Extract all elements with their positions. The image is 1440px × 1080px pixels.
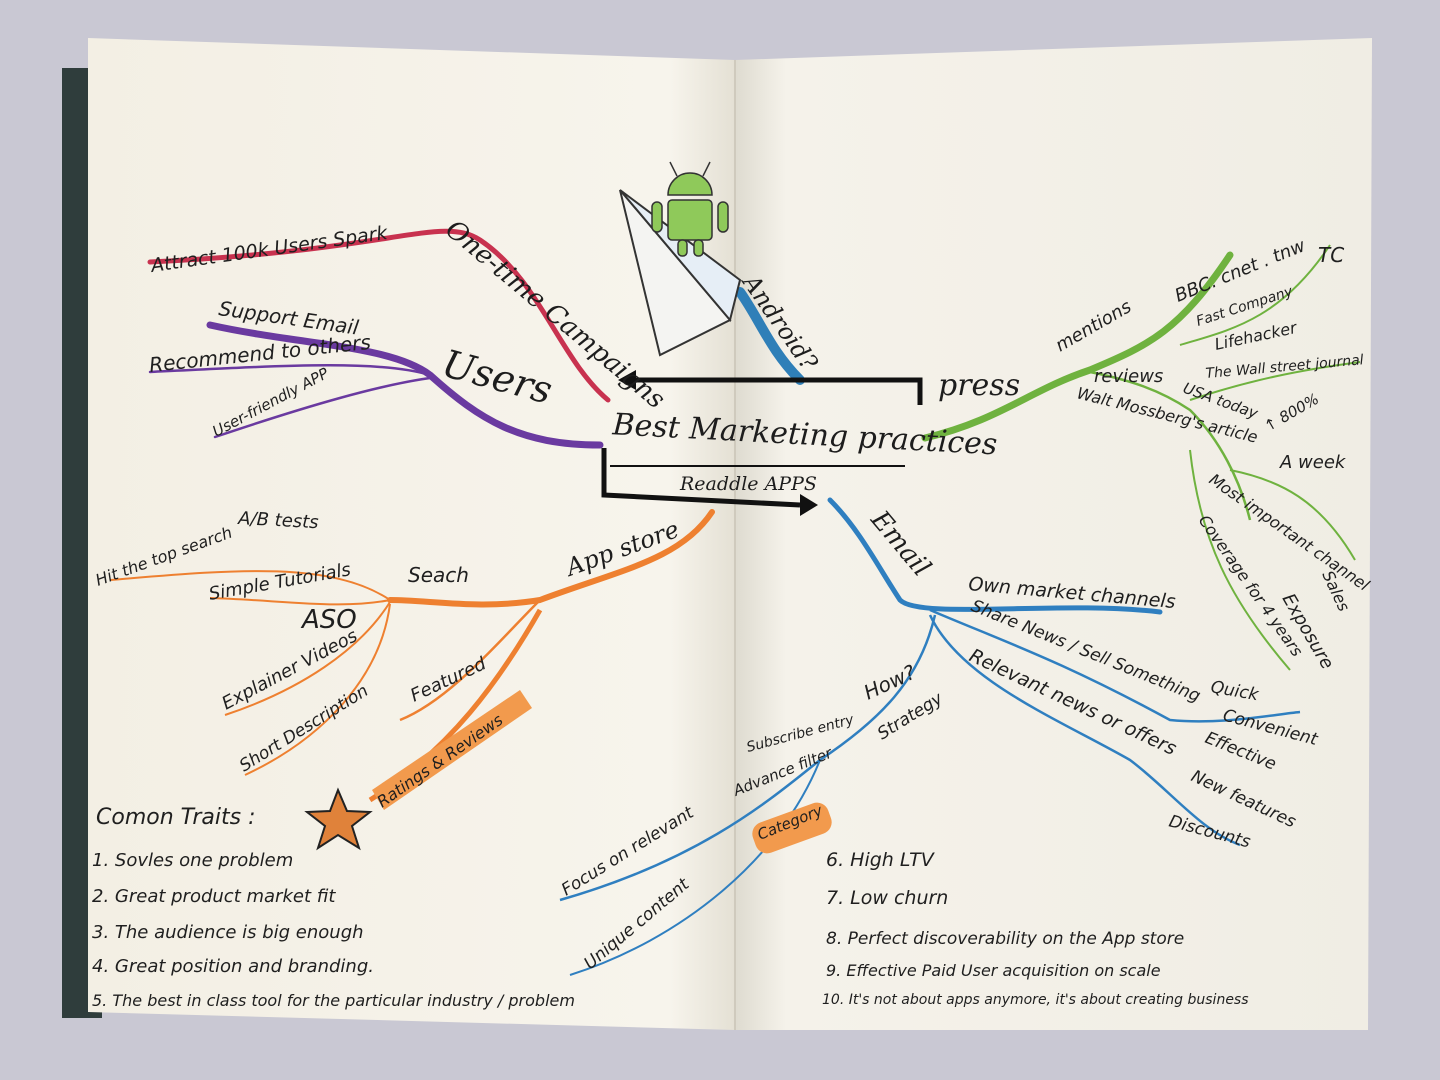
branch-press-coverage [1189,449,1291,671]
branch-press-walt [1089,370,1252,521]
branch-email-share [929,608,1301,723]
trait-5: 5. The best in class tool for the partic… [92,991,575,1010]
trait-3: 3. The audience is big enough [92,922,364,943]
press-reviews: reviews [1094,366,1163,387]
branch-press-important [1229,469,1356,561]
arrowhead-left [618,370,636,390]
trait-1: 1. Sovles one problem [92,850,293,871]
branch-press [921,251,1234,442]
branch-app-store [387,509,715,608]
star-icon [304,787,373,851]
press-a-week: A week [1279,452,1347,473]
branch-email [827,497,1163,615]
branch-users-recommend [148,363,432,377]
left-page [88,38,735,1030]
branch-press-wsj [1189,361,1361,401]
trait-9: 9. Effective Paid User acquisition on sc… [826,961,1161,980]
branch-search-tutorials [209,597,391,606]
search-ab-tests: A/B tests [237,508,319,533]
trait-10: 10. It's not about apps anymore, it's ab… [822,992,1249,1008]
press-outlet-tc: TC [1318,243,1344,267]
right-page [735,38,1372,1030]
branch-search-top [109,570,391,601]
branch-search-videos [224,601,391,716]
arrow-to-email [601,448,801,508]
branch-search-description [244,603,391,776]
label-press: press [938,368,1020,403]
trait-8: 8. Perfect discoverability on the App st… [826,929,1184,949]
arrowhead-right [800,494,818,516]
branch-email-unique [569,759,821,976]
branch-app-store-featured [399,599,541,722]
traits-heading: Comon Traits : [96,805,256,830]
trait-2: 2. Great product market fit [92,886,336,907]
branch-users-friendly [213,376,432,439]
trait-4: 4. Great position and branding. [92,956,374,977]
trait-7: 7. Low churn [826,887,948,909]
category-highlight [752,802,832,854]
branch-email-relevant [928,614,1241,847]
branch-press-tc [1179,244,1331,346]
ratings-highlight [372,690,532,810]
app-store-search: Seach [408,563,469,587]
arrow-to-campaigns [630,377,923,405]
central-subtitle: Readdle APPS [679,473,817,495]
android-robot-icon [651,161,729,257]
search-aso: ASO [300,605,357,635]
trait-6: 6. High LTV [826,849,936,871]
branch-one-time-campaigns [147,228,611,403]
branch-email-strategy [559,614,937,902]
branch-android [735,287,805,385]
